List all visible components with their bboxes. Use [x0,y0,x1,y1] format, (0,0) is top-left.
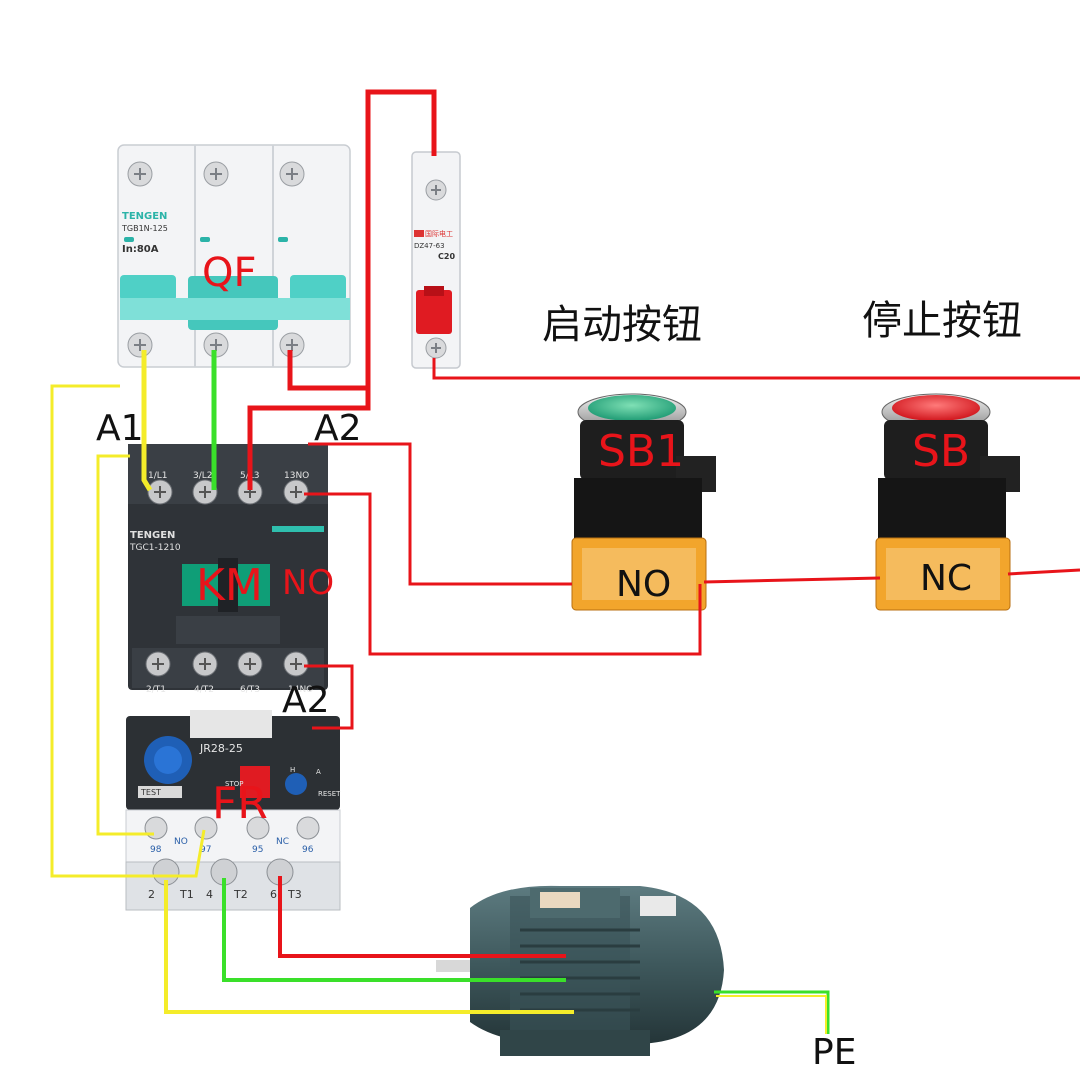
wire-red-mcb-feed [287,89,437,391]
breaker-brand: TENGEN [122,211,167,222]
mcb-brand: 国际电工 [425,229,453,238]
terminal-t2: 4/T2 [194,685,214,695]
wire-yellow-l1 [141,350,153,492]
wire-red-14no [304,664,354,730]
label-km: KM [196,560,263,611]
breaker-rating: In:80A [122,244,159,255]
out-t1: T1 [179,888,194,901]
aux-no: NO [174,837,188,847]
mcb-rating: C20 [438,252,455,261]
relay-h-label: H [290,766,295,774]
out-2: 2 [148,888,155,901]
wire-red-sb-out [1007,568,1080,576]
wire-green-motor [222,878,566,982]
wire-pe-green [714,990,830,1034]
out-t3: T3 [287,888,302,901]
out-t2: T2 [233,888,248,901]
terminal-l2: 3/L2 [193,471,213,481]
label-fr: FR [212,778,268,829]
out-4: 4 [206,888,213,901]
wire-red-13no [304,492,702,656]
wire-yellow-a1-outer [50,384,206,878]
label-pe: PE [812,1032,856,1073]
contactor-model: TGC1-1210 [129,543,181,553]
relay-stop-label: STOP [225,780,243,788]
label-sb1: SB1 [598,426,684,477]
wire-red-mcb-out [432,358,1080,380]
aux-96: 96 [302,845,314,855]
three-phase-motor [436,885,724,1056]
aux-97: 97 [200,845,211,855]
label-sb1-contact: NO [616,564,671,605]
terminal-t3: 6/T3 [240,685,260,695]
label-a2-bottom: A2 [282,680,330,721]
label-sb: SB [912,426,970,477]
contactor: 1/L1 3/L2 5/L3 13NO TENGEN TGC1-1210 2/T… [128,444,328,695]
relay-reset-label: RESET [318,790,341,798]
terminal-13no: 13NO [284,471,309,481]
wire-red-l3 [247,388,371,490]
wire-pe-yellow [716,995,827,1034]
terminal-l1: 1/L1 [148,471,168,481]
wire-red-a2-sb1 [308,442,572,586]
relay-model: JR28-25 [199,742,243,755]
terminal-t1: 2/T1 [146,685,166,695]
out-6: 6 [270,888,277,901]
wire-red-sb1-sb [703,576,881,584]
aux-98: 98 [150,845,162,855]
breaker-model: TGB1N-125 [121,224,168,233]
wires [50,89,1080,1034]
wire-red-motor [278,876,566,958]
label-stop-button: 停止按钮 [862,298,1022,344]
aux-95: 95 [252,845,263,855]
relay-test-label: TEST [140,788,161,797]
stop-push-button [875,393,1020,611]
aux-nc: NC [276,837,289,847]
label-start-button: 启动按钮 [542,302,702,348]
main-circuit-breaker: TENGEN TGB1N-125 In:80A [117,144,351,368]
control-circuit-breaker: 国际电工 DZ47-63 C20 [411,151,461,369]
mcb-model: DZ47-63 [414,242,445,250]
wire-yellow-a1-inner [96,454,154,836]
terminal-14no: 14NO [288,685,313,695]
contactor-brand: TENGEN [130,530,175,541]
label-km-no: NO [282,563,334,603]
relay-a-label: A [316,768,321,776]
label-a1: A1 [96,408,144,449]
label-qf: QF [202,250,257,296]
thermal-overload-relay: JR28-25 TEST STOP H A RESET 98 NO 97 95 … [125,710,341,911]
wire-yellow-motor [164,880,574,1014]
start-push-button [571,393,716,611]
label-sb-contact: NC [920,558,972,599]
label-a2-top: A2 [314,408,362,449]
